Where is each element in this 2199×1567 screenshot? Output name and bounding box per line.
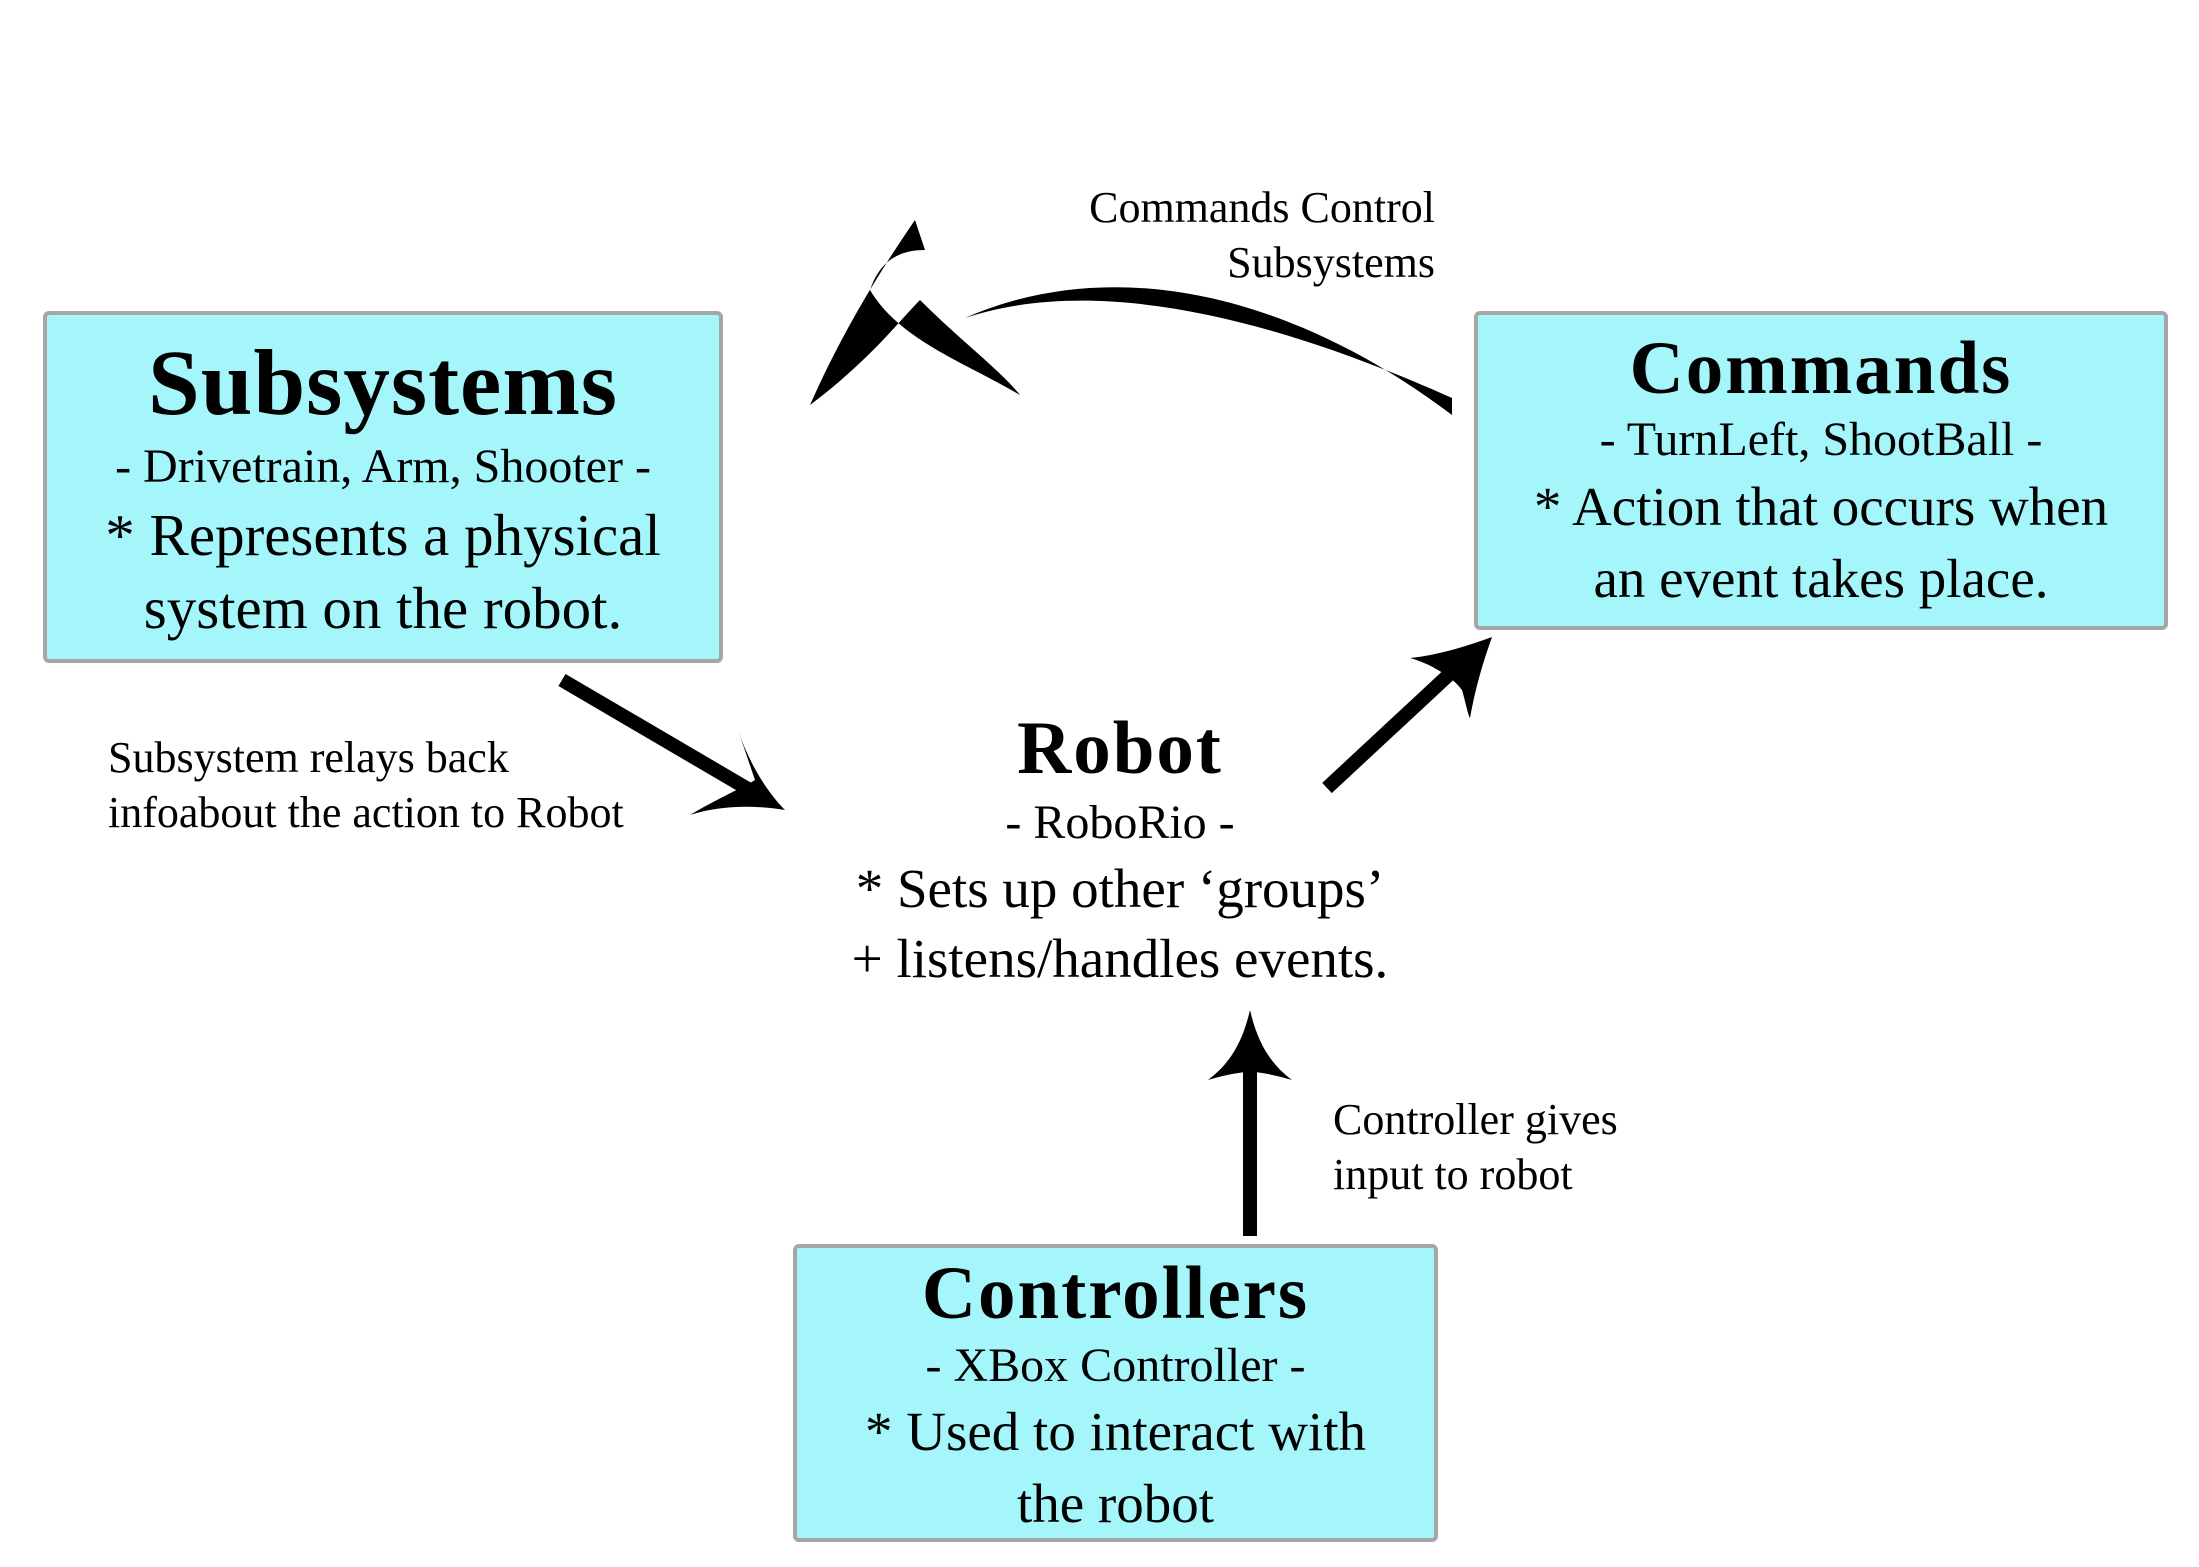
subsystems-description-line-2: system on the robot. <box>143 575 623 641</box>
robot-examples: - RoboRio - <box>1005 796 1235 849</box>
arrow-robot-to-commands <box>1322 649 1475 794</box>
commands-node: Commands - TurnLeft, ShootBall - * Actio… <box>1474 311 2168 630</box>
edge-label-line: infoabout the action to Robot <box>108 788 624 837</box>
arrow-controllers-to-robot-head <box>1208 1010 1292 1080</box>
edge-label-line: input to robot <box>1333 1150 1573 1199</box>
commands-examples: - TurnLeft, ShootBall - <box>1599 413 2043 466</box>
subsystems-examples: - Drivetrain, Arm, Shooter - <box>115 440 651 493</box>
controllers-description-line-2: the robot <box>1016 1473 1215 1534</box>
arrow-commands-to-subsystems <box>810 220 1452 415</box>
arrow-subsystems-to-robot-head <box>690 730 785 815</box>
subsystems-title: Subsystems <box>148 332 618 435</box>
robot-title: Robot <box>1017 707 1223 790</box>
controllers-title: Controllers <box>921 1252 1310 1335</box>
robot-description-line-2: + listens/handles events. <box>851 928 1389 989</box>
edge-label-controllers-to-robot: Controller gives input to robot <box>1333 1092 1618 1202</box>
arrow-robot-to-commands-head <box>1410 637 1492 718</box>
controllers-description-line-1: * Used to interact with <box>865 1401 1366 1462</box>
edge-label-subsystems-to-robot: Subsystem relays back infoabout the acti… <box>108 730 624 840</box>
commands-title: Commands <box>1629 327 2013 410</box>
edge-label-commands-to-subsystems: Commands Control Subsystems <box>950 180 1435 290</box>
robot-description-line-1: * Sets up other ‘groups’ <box>855 858 1385 919</box>
commands-description-line-2: an event takes place. <box>1593 548 2049 609</box>
edge-label-line: Controller gives <box>1333 1095 1618 1144</box>
commands-description-line-1: * Action that occurs when <box>1533 476 2109 537</box>
edge-label-line: Subsystems <box>1227 238 1435 287</box>
robot-node: Robot - RoboRio - * Sets up other ‘group… <box>790 706 1450 994</box>
subsystems-node: Subsystems - Drivetrain, Arm, Shooter - … <box>43 311 723 663</box>
edge-label-line: Commands Control <box>1089 183 1435 232</box>
edge-label-line: Subsystem relays back <box>108 733 509 782</box>
subsystems-description-line-1: * Represents a physical <box>105 502 661 568</box>
controllers-node: Controllers - XBox Controller - * Used t… <box>793 1244 1438 1542</box>
arrow-subsystems-to-robot <box>558 673 752 796</box>
controllers-examples: - XBox Controller - <box>925 1339 1306 1392</box>
